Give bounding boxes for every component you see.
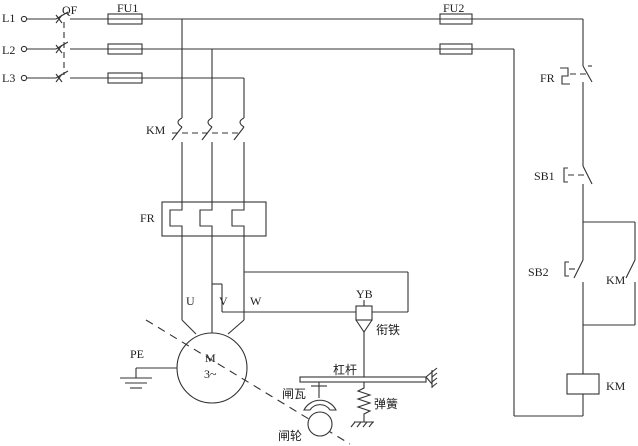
brake-shoe	[303, 399, 337, 411]
label-l2: L2	[2, 43, 15, 57]
label-u: U	[186, 294, 195, 308]
label-sb2: SB2	[528, 265, 549, 279]
supply-terminals: L1 L2 L3	[2, 11, 28, 85]
fr-thermal-relay: FR	[140, 201, 267, 320]
label-v: V	[219, 294, 228, 308]
fu1-fuses: FU1	[107, 1, 244, 84]
label-fr-contact: FR	[540, 71, 555, 85]
motor-phase-label: 3~	[204, 367, 217, 381]
brake-coil-wires	[212, 271, 409, 313]
label-yb: YB	[356, 287, 373, 301]
main-phase-wires	[181, 19, 245, 118]
label-qf: QF	[62, 3, 78, 17]
label-km-coil: KM	[606, 379, 626, 393]
label-fr-heater: FR	[140, 211, 155, 225]
km-main-contacts: KM	[146, 117, 245, 202]
qf-breaker: QF	[27, 3, 108, 83]
km-coil	[566, 373, 600, 395]
label-l3: L3	[2, 71, 15, 85]
label-brake-shoe: 闸瓦	[282, 387, 306, 401]
brake-lever: 杠杆	[299, 362, 438, 388]
label-w: W	[250, 294, 262, 308]
label-lever: 杠杆	[333, 362, 357, 377]
label-spring: 弹簧	[374, 396, 398, 411]
control-circuit: FR SB1 SB2 KM KM	[514, 60, 636, 417]
terminal-l2	[20, 45, 28, 53]
motor: U V W M 3~	[176, 294, 262, 404]
pe-ground: PE	[120, 347, 177, 389]
label-sb1: SB1	[534, 169, 555, 183]
label-km-aux: KM	[606, 273, 626, 287]
terminal-l1	[20, 15, 28, 23]
label-brake-wheel: 闸轮	[278, 429, 302, 443]
label-armature: 衔铁	[376, 323, 400, 337]
control-feed-lines: FU2	[182, 1, 584, 416]
brake-spring: 弹簧	[350, 382, 398, 428]
yb-electromagnet: YB 衔铁	[355, 287, 400, 378]
label-l1: L1	[2, 11, 15, 25]
label-fu1: FU1	[117, 1, 138, 15]
motor-label: M	[205, 351, 216, 365]
brake-shoe-wheel: 闸瓦 闸轮	[278, 382, 337, 443]
brake-wheel	[307, 411, 333, 437]
label-pe: PE	[130, 347, 144, 361]
label-km-main: KM	[146, 123, 166, 137]
label-fu2: FU2	[443, 1, 464, 15]
terminal-l3	[20, 74, 28, 82]
